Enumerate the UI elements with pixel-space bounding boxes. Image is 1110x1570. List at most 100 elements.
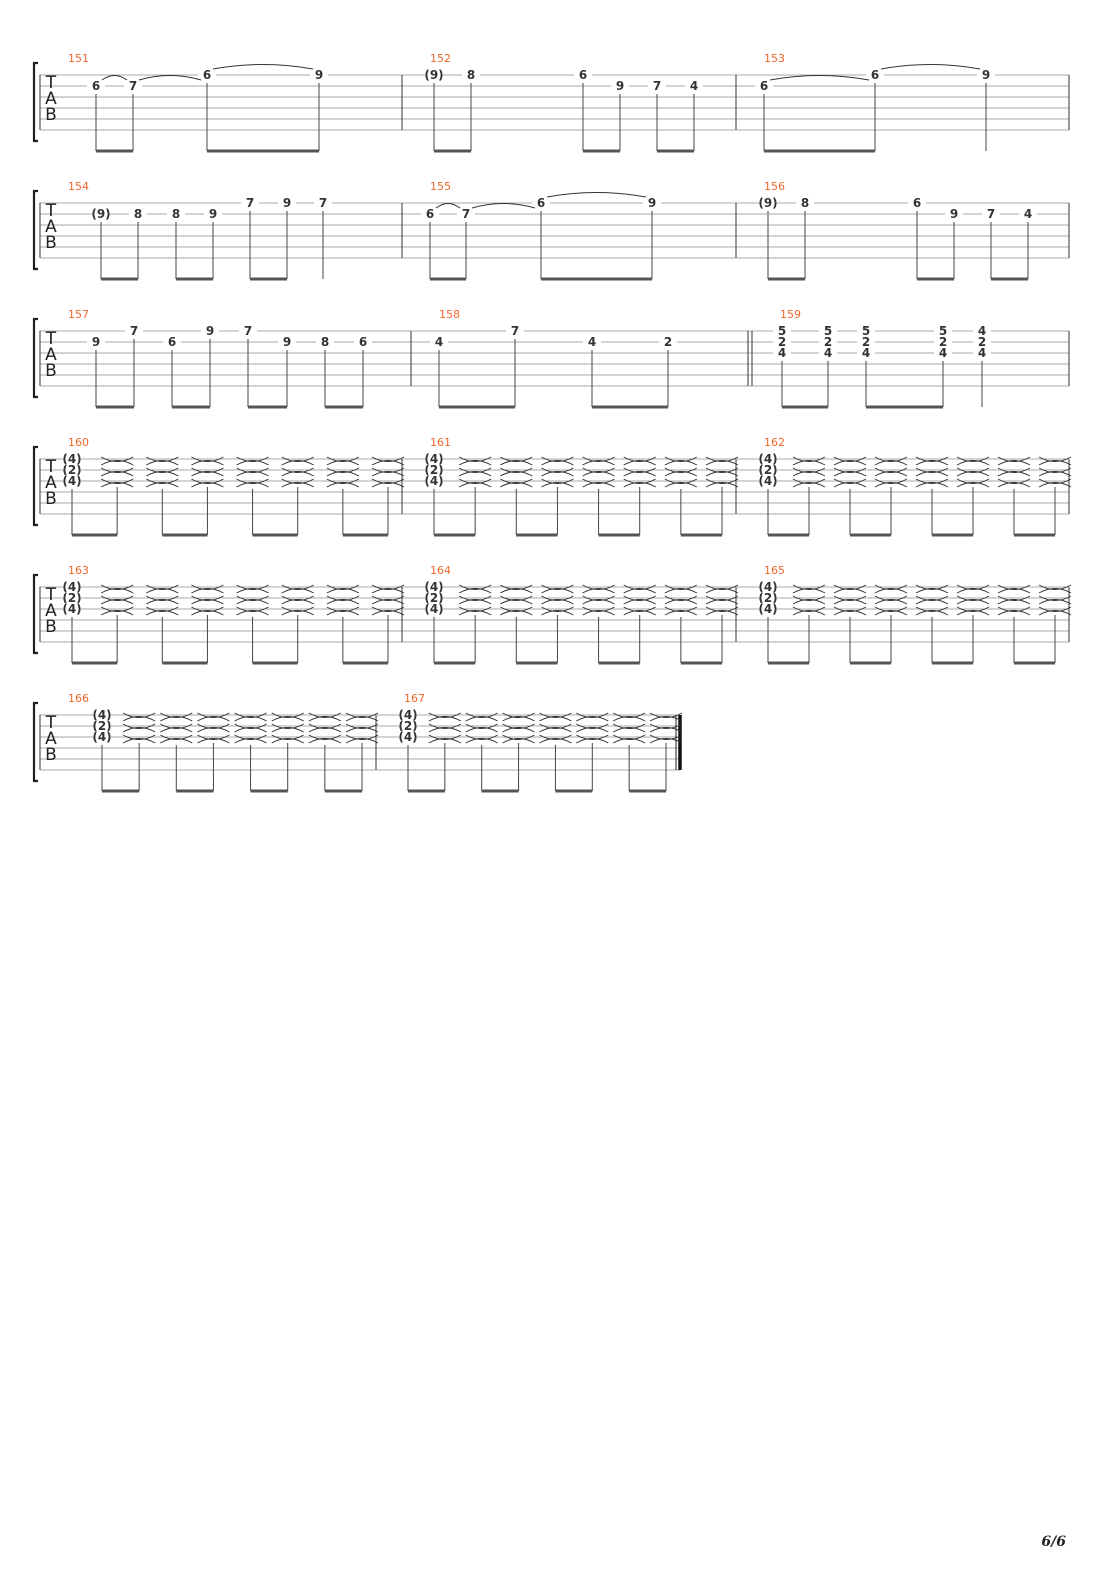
tie <box>956 460 990 466</box>
tie <box>458 588 492 594</box>
tie <box>146 588 179 594</box>
fret-background <box>163 336 181 348</box>
tie <box>833 482 867 488</box>
tie <box>956 610 990 616</box>
tie <box>234 734 267 740</box>
measure-number: 160 <box>68 436 89 449</box>
fret-number: 4 <box>824 346 832 360</box>
fret-background <box>425 592 443 604</box>
fret-background <box>532 197 550 209</box>
tie <box>833 588 867 594</box>
tie <box>623 456 656 462</box>
tie <box>833 595 867 601</box>
measure-164: 164(4)(2)(4) <box>424 564 739 665</box>
tie <box>281 584 314 590</box>
tie <box>874 599 908 605</box>
fret-number: (4) <box>424 474 443 488</box>
tie <box>582 606 615 612</box>
tie <box>371 599 405 605</box>
fret-number: 4 <box>978 324 986 338</box>
tie <box>191 584 224 590</box>
tie <box>792 606 826 612</box>
tie <box>191 588 224 594</box>
fret-background <box>92 208 110 220</box>
tie <box>874 460 908 466</box>
fret-background <box>314 197 332 209</box>
tie <box>458 456 492 462</box>
tie <box>1038 482 1072 488</box>
fret-background <box>866 69 884 81</box>
tie <box>326 471 360 477</box>
tie <box>612 723 646 729</box>
tie <box>539 738 572 744</box>
tab-clef-letter: B <box>45 361 57 381</box>
tie <box>236 471 269 477</box>
measure-166: 166(4)(2)(4) <box>68 692 379 793</box>
tie <box>428 723 462 729</box>
fret-background <box>316 336 334 348</box>
tie <box>281 610 314 616</box>
tie <box>458 471 492 477</box>
tie <box>281 482 314 488</box>
tie <box>874 584 908 590</box>
fret-background <box>934 336 952 348</box>
tie <box>623 471 656 477</box>
fret-background <box>819 336 837 348</box>
tie <box>915 467 949 473</box>
tie <box>234 727 267 733</box>
tie <box>541 610 574 616</box>
fret-number: (2) <box>758 591 777 605</box>
tab-clef-letter: A <box>45 601 57 621</box>
tie <box>236 460 269 466</box>
tie <box>541 456 574 462</box>
measure-160: 160(4)(2)(4) <box>62 436 405 537</box>
fret-number: (2) <box>92 719 111 733</box>
tie <box>997 478 1031 484</box>
fret-background <box>574 69 592 81</box>
tie <box>500 584 533 590</box>
tie <box>874 456 908 462</box>
tie <box>197 716 230 722</box>
tie <box>997 584 1031 590</box>
measure-167: 167(4)(2)(4) <box>398 692 683 793</box>
fret-number: (4) <box>62 474 81 488</box>
tie <box>792 584 826 590</box>
tie <box>705 467 739 473</box>
tie <box>191 610 224 616</box>
tie <box>191 467 224 473</box>
tie <box>792 478 826 484</box>
fret-background <box>63 475 81 487</box>
tie <box>502 727 535 733</box>
measure-number: 156 <box>764 180 785 193</box>
tie <box>146 584 179 590</box>
tie <box>582 471 615 477</box>
page-number: 6/6 <box>1041 1534 1066 1550</box>
tie <box>915 584 949 590</box>
tie <box>458 467 492 473</box>
slur <box>435 203 461 209</box>
tie <box>458 460 492 466</box>
fret-number: 9 <box>648 196 656 210</box>
tie <box>833 467 867 473</box>
tie <box>874 471 908 477</box>
tie <box>956 599 990 605</box>
fret-background <box>857 336 875 348</box>
tie <box>100 467 134 473</box>
fret-background <box>659 336 677 348</box>
tie <box>1038 467 1072 473</box>
slur <box>546 192 647 198</box>
tie <box>649 738 683 744</box>
fret-background <box>934 347 952 359</box>
tie <box>281 478 314 484</box>
fret-background <box>425 581 443 593</box>
fret-background <box>125 325 143 337</box>
tie <box>915 610 949 616</box>
tie <box>236 599 269 605</box>
tie <box>146 599 179 605</box>
fret-background <box>198 69 216 81</box>
fret-number: (4) <box>424 580 443 594</box>
fret-number: (4) <box>398 730 417 744</box>
tie <box>705 471 739 477</box>
